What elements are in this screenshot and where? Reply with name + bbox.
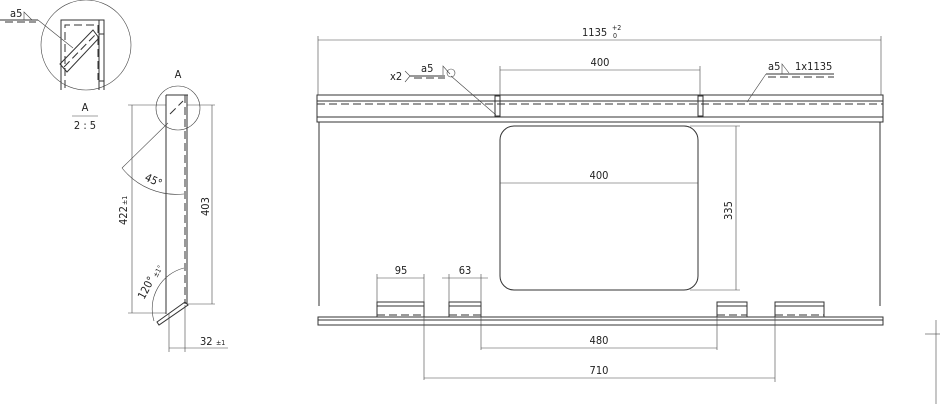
cutout-height-dim: 335 [722, 201, 735, 220]
outer-tab-spacing-dim: 710 [590, 364, 609, 377]
detail-scale: 2 : 5 [74, 119, 96, 132]
detail-view-a: a5 A 2 : 5 [0, 0, 132, 132]
cutout [499, 125, 699, 291]
weld-left-label: a5 [421, 62, 433, 75]
detail-marker-circle [155, 85, 201, 131]
overall-tol-upper: +2 [612, 24, 621, 32]
height-total-dim: 422 [117, 206, 130, 225]
side-view: A 422 ±1 403 45° 120° ±1° 32 ±1 [117, 68, 228, 352]
overall-tol-lower: 0 [613, 32, 617, 40]
weld-left-count: x2 [390, 70, 402, 83]
tab-width-large-dim: 95 [395, 264, 408, 277]
angle-bottom-tol: ±1° [152, 264, 165, 279]
tab-spacing-top-dim: 400 [591, 56, 610, 69]
depth-dim: 32 [200, 335, 213, 348]
depth-tol: ±1 [216, 339, 225, 347]
height-total-tol: ±1 [121, 196, 129, 205]
weld-symbol-label: a5 [10, 7, 22, 20]
overall-width-dim: 1135 [582, 26, 607, 39]
weld-right-label: a5 [768, 60, 780, 73]
inner-tab-spacing-dim: 480 [590, 334, 609, 347]
tabs [376, 301, 825, 318]
detail-label: A [82, 101, 89, 114]
cutout-width-dim: 400 [590, 169, 609, 182]
tab-width-small-dim: 63 [459, 264, 472, 277]
weld-right-length: 1x1135 [795, 60, 832, 73]
front-view: 1135 +2 0 400 x2 a5 a5 1x1135 400 335 [316, 24, 884, 382]
detail-marker: A [175, 68, 182, 81]
height-inner-dim: 403 [199, 197, 212, 216]
detail-circle [40, 0, 132, 91]
angle-bottom: 120° [135, 274, 158, 301]
